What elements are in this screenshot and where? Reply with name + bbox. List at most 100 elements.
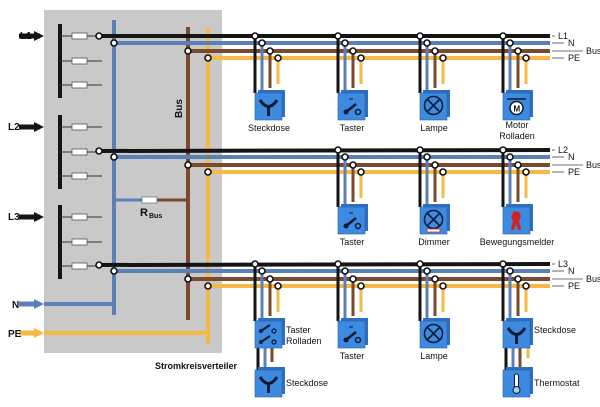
device-label: Taster [340,123,365,133]
line-label: N [568,266,575,276]
junction-node [258,39,266,47]
line-label: PE [568,281,580,291]
junction-node [95,147,103,155]
junction-node [334,260,342,268]
junction-node [349,275,357,283]
junction-node [349,161,357,169]
fuse-icon [71,32,88,40]
junction-node [110,39,118,47]
junction-node [357,54,365,62]
junction-node [341,153,349,161]
junction-node [251,260,259,268]
panel-title: Stromkreisverteiler [155,361,238,371]
line-label: N [568,38,575,48]
line-label: N [568,152,575,162]
input-label-l1: L1 [20,31,32,42]
person-figure [511,211,521,230]
line-label: Bus [586,160,600,170]
shutter-button-icon [259,324,277,345]
phase-inlet-arrow [19,122,44,132]
line-label: PE [568,167,580,177]
motor-letter: M [514,105,521,114]
junction-node [251,32,259,40]
switch-pivot [343,109,349,115]
device-label: Steckdose [248,123,290,133]
switch-contact [354,108,362,116]
neutral-inlet-arrow [19,299,44,309]
line-label: L2 [558,145,568,155]
thermometer-bulb [512,386,521,394]
dimmer-slider [426,228,441,233]
line-label: Bus [586,46,600,56]
motion-detector-device [502,204,533,235]
arrow-head [34,299,44,309]
push-button-device [337,318,368,349]
phase-inlet-arrow [19,31,44,41]
junction-node [357,168,365,176]
line-label: PE [568,53,580,63]
resistor-label: R [140,207,148,219]
junction-node [341,39,349,47]
shutter-button-device [254,318,285,349]
junction-node [204,54,212,62]
input-label-n: N [12,300,19,311]
socket-icon [258,376,279,393]
device-label: Lampe [420,351,448,361]
junction-node [416,146,424,154]
input-label-pe: PE [8,329,22,340]
lamp-cross [426,326,441,341]
fuse-icon [71,148,88,156]
junction-node [416,260,424,268]
junction-node [184,161,192,169]
device-label: Lampe [420,123,448,133]
fuse-icon [71,262,88,270]
junction-node [274,282,282,290]
switch-contact [271,328,277,334]
junction-node [334,32,342,40]
device-label-line2: Rolladen [286,336,322,346]
junction-node [423,39,431,47]
device-label: Steckdose [286,378,328,388]
push-button-icon [343,212,362,230]
arrow-head [34,328,44,338]
junction-node [334,146,342,154]
switch-contact [354,222,362,230]
motor-circle [509,100,524,116]
motor-device: M [502,90,533,121]
junction-node [184,275,192,283]
phase-line [98,262,551,267]
thermometer-tube [514,373,519,389]
push-button-device [337,90,368,121]
switch-contact [271,339,277,345]
fuse-icon [71,123,88,131]
input-label-l3: L3 [8,212,20,223]
junction-node [431,161,439,169]
device-label: Thermostat [534,378,580,388]
panel-bus-label: Bus [174,99,185,118]
lamp-circle [423,95,444,116]
junction-node [341,267,349,275]
junction-node [416,32,424,40]
switch-pivot [259,340,263,344]
phase-line [98,148,551,153]
junction-node [522,168,530,176]
switch-pivot [259,329,263,333]
junction-node [439,282,447,290]
socket-device [254,90,285,121]
socket-icon [506,327,527,344]
junction-node [110,267,118,275]
junction-node [95,32,103,40]
junction-node [499,260,507,268]
junction-node [439,168,447,176]
socket-icon [258,99,279,116]
line-label: Bus [586,274,600,284]
junction-node [506,39,514,47]
junction-node [514,161,522,169]
device-label: Taster [340,237,365,247]
device-label: Bewegungsmelder [480,237,555,247]
pe-inlet-arrow [19,328,44,338]
socket-device [502,318,533,349]
junction-node [204,282,212,290]
switch-pivot [343,337,349,343]
